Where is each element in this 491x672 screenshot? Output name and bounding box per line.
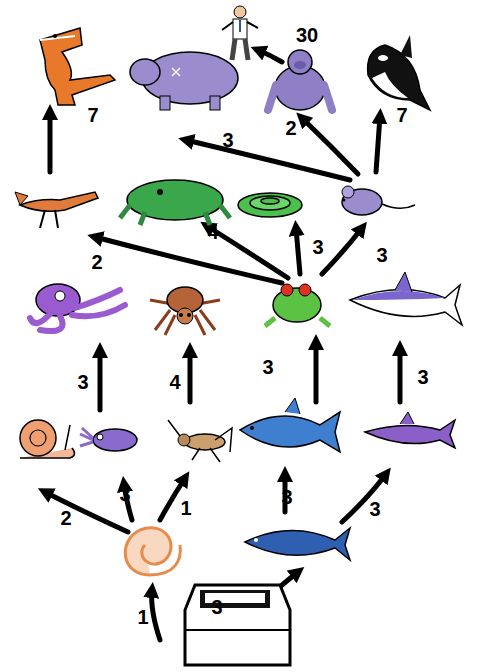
giant-amphibian — [120, 180, 230, 225]
coelacanth — [240, 398, 340, 452]
callout-number: 3 — [262, 357, 273, 377]
orca — [368, 35, 430, 110]
callout-number: 3 — [376, 245, 387, 265]
callout-number: 1 — [180, 498, 191, 518]
callout-number: 2 — [91, 252, 102, 272]
octopus — [30, 284, 125, 331]
spider — [150, 287, 220, 335]
snail — [20, 420, 75, 458]
human — [222, 6, 258, 60]
callout-number: 30 — [296, 25, 318, 45]
callout-number: 3 — [281, 487, 292, 507]
callout-number: 3 — [222, 130, 233, 150]
raptor — [15, 192, 98, 228]
callout-number: 3 — [119, 484, 130, 504]
tuna — [245, 528, 350, 560]
cuttlefish — [80, 428, 137, 451]
callout-number: 3 — [312, 237, 323, 257]
callout-number: 1 — [137, 607, 148, 627]
cricket — [168, 420, 232, 462]
callout-number: 4 — [169, 372, 180, 392]
callout-number: 3 — [211, 597, 222, 617]
callout-number: 7 — [396, 105, 407, 125]
dogfish — [365, 412, 455, 448]
start-pod — [185, 585, 290, 665]
arrows — [45, 50, 400, 640]
mouse — [342, 186, 415, 215]
callout-number: 2 — [285, 118, 296, 138]
callout-number: 3 — [369, 499, 380, 519]
t-rex — [40, 28, 115, 105]
frog — [265, 284, 330, 326]
callout-number: 3 — [417, 367, 428, 387]
hippo — [130, 52, 238, 110]
snake — [238, 193, 302, 217]
worm — [125, 528, 180, 575]
callout-number: 4 — [207, 222, 218, 242]
shark — [350, 272, 462, 325]
callout-number: 7 — [87, 105, 98, 125]
callout-number: 3 — [77, 372, 88, 392]
callout-number: 2 — [60, 508, 71, 528]
gorilla — [268, 50, 332, 110]
